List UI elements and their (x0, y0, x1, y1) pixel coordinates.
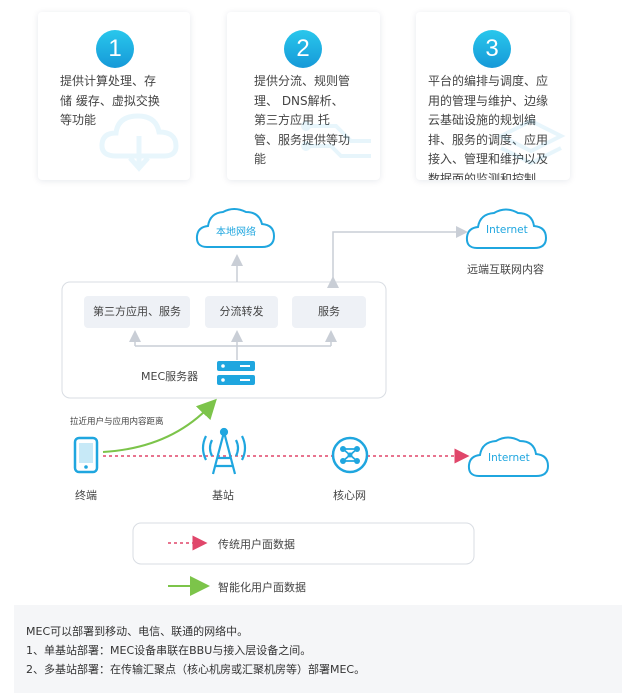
core-network-icon (331, 436, 369, 474)
smart-data-curve (102, 398, 217, 453)
note-line-3: 2、多基站部署：在传输汇聚点（核心机房或汇聚机房等）部署MEC。 (26, 663, 366, 676)
internet-bottom-label: Internet (488, 452, 530, 464)
service-third-party: 第三方应用、服务 (84, 296, 190, 328)
card-line: 数据面的监测和控制 (428, 171, 537, 181)
card-line: 接入、管理和维护以及 (428, 152, 549, 166)
internet-top-label: Internet (486, 224, 528, 236)
card-line: 第三方应用 托 (254, 113, 330, 127)
feature-card-1-text: 提供计算处理、存 储 缓存、虚拟交换 等功能 (60, 72, 180, 131)
stack-watermark-icon (496, 118, 566, 166)
step-number-1: 1 (96, 30, 134, 68)
feature-card-3-text: 平台的编排与调度、应 用的管理与维护、边缘 云基础设施的规划编 排、服务的调度、… (428, 72, 566, 180)
terminal-phone-icon (73, 436, 99, 474)
card-line: 平台的编排与调度、应 (428, 74, 549, 88)
card-line: 理、 DNS解析、 (254, 93, 344, 108)
deployment-notes: MEC可以部署到移动、电信、联通的网络中。 1、单基站部署：MEC设备串联在BB… (14, 605, 622, 693)
card-line: 等功能 (60, 113, 97, 127)
terminal-label: 终端 (75, 489, 97, 502)
card-line: 排、服务的调度、应用 (428, 132, 549, 147)
base-station-tower-icon (201, 427, 247, 475)
card-line: 云基础设施的规划编 (428, 113, 537, 127)
service-service: 服务 (292, 296, 366, 328)
local-network-label: 本地网络 (216, 227, 256, 238)
note-line-2: 1、单基站部署：MEC设备串联在BBU与接入层设备之间。 (26, 644, 312, 657)
feature-card-2: 2 提供分流、规则管 理、 DNS解析、 第三方应用 托 管、服务提供等功 能 (227, 12, 380, 180)
feature-card-1: 1 提供计算处理、存 储 缓存、虚拟交换 等功能 (38, 12, 190, 180)
core-network-label: 核心网 (333, 489, 366, 502)
mec-server-icon (217, 361, 255, 385)
feature-card-2-text: 提供分流、规则管 理、 DNS解析、 第三方应用 托 管、服务提供等功 能 (254, 72, 374, 170)
card-line: 管、服务提供等功 (254, 132, 351, 147)
service-offload-forward: 分流转发 (205, 296, 278, 328)
circuit-watermark-icon (301, 121, 371, 158)
arrow-to-internet (327, 226, 468, 288)
legend-box (132, 522, 475, 565)
card-line: 能 (254, 152, 267, 166)
server-connector-lines (135, 345, 331, 360)
card-line: 用的管理与维护、边缘 (428, 93, 549, 108)
base-station-label: 基站 (212, 489, 234, 502)
card-line: 储 缓存、虚拟交换 (60, 93, 160, 108)
remote-content-label: 远端互联网内容 (467, 263, 544, 276)
note-line-1: MEC可以部署到移动、电信、联通的网络中。 (26, 625, 249, 638)
card-line: 提供计算处理、存 (60, 74, 157, 88)
step-number-2: 2 (284, 30, 322, 68)
feature-card-3: 3 平台的编排与调度、应 用的管理与维护、边缘 云基础设施的规划编 排、服务的调… (416, 12, 570, 180)
step-number-3: 3 (473, 30, 511, 68)
legend-smart-label: 智能化用户面数据 (218, 581, 306, 594)
card-line: 提供分流、规则管 (254, 74, 351, 88)
local-network-cloud-icon (195, 208, 276, 248)
shorten-distance-label: 拉近用户与应用内容距离 (70, 417, 164, 427)
legend-traditional-label: 传统用户面数据 (218, 538, 295, 551)
cloud-download-watermark-icon (99, 113, 179, 172)
mec-server-label: MEC服务器 (141, 370, 199, 383)
